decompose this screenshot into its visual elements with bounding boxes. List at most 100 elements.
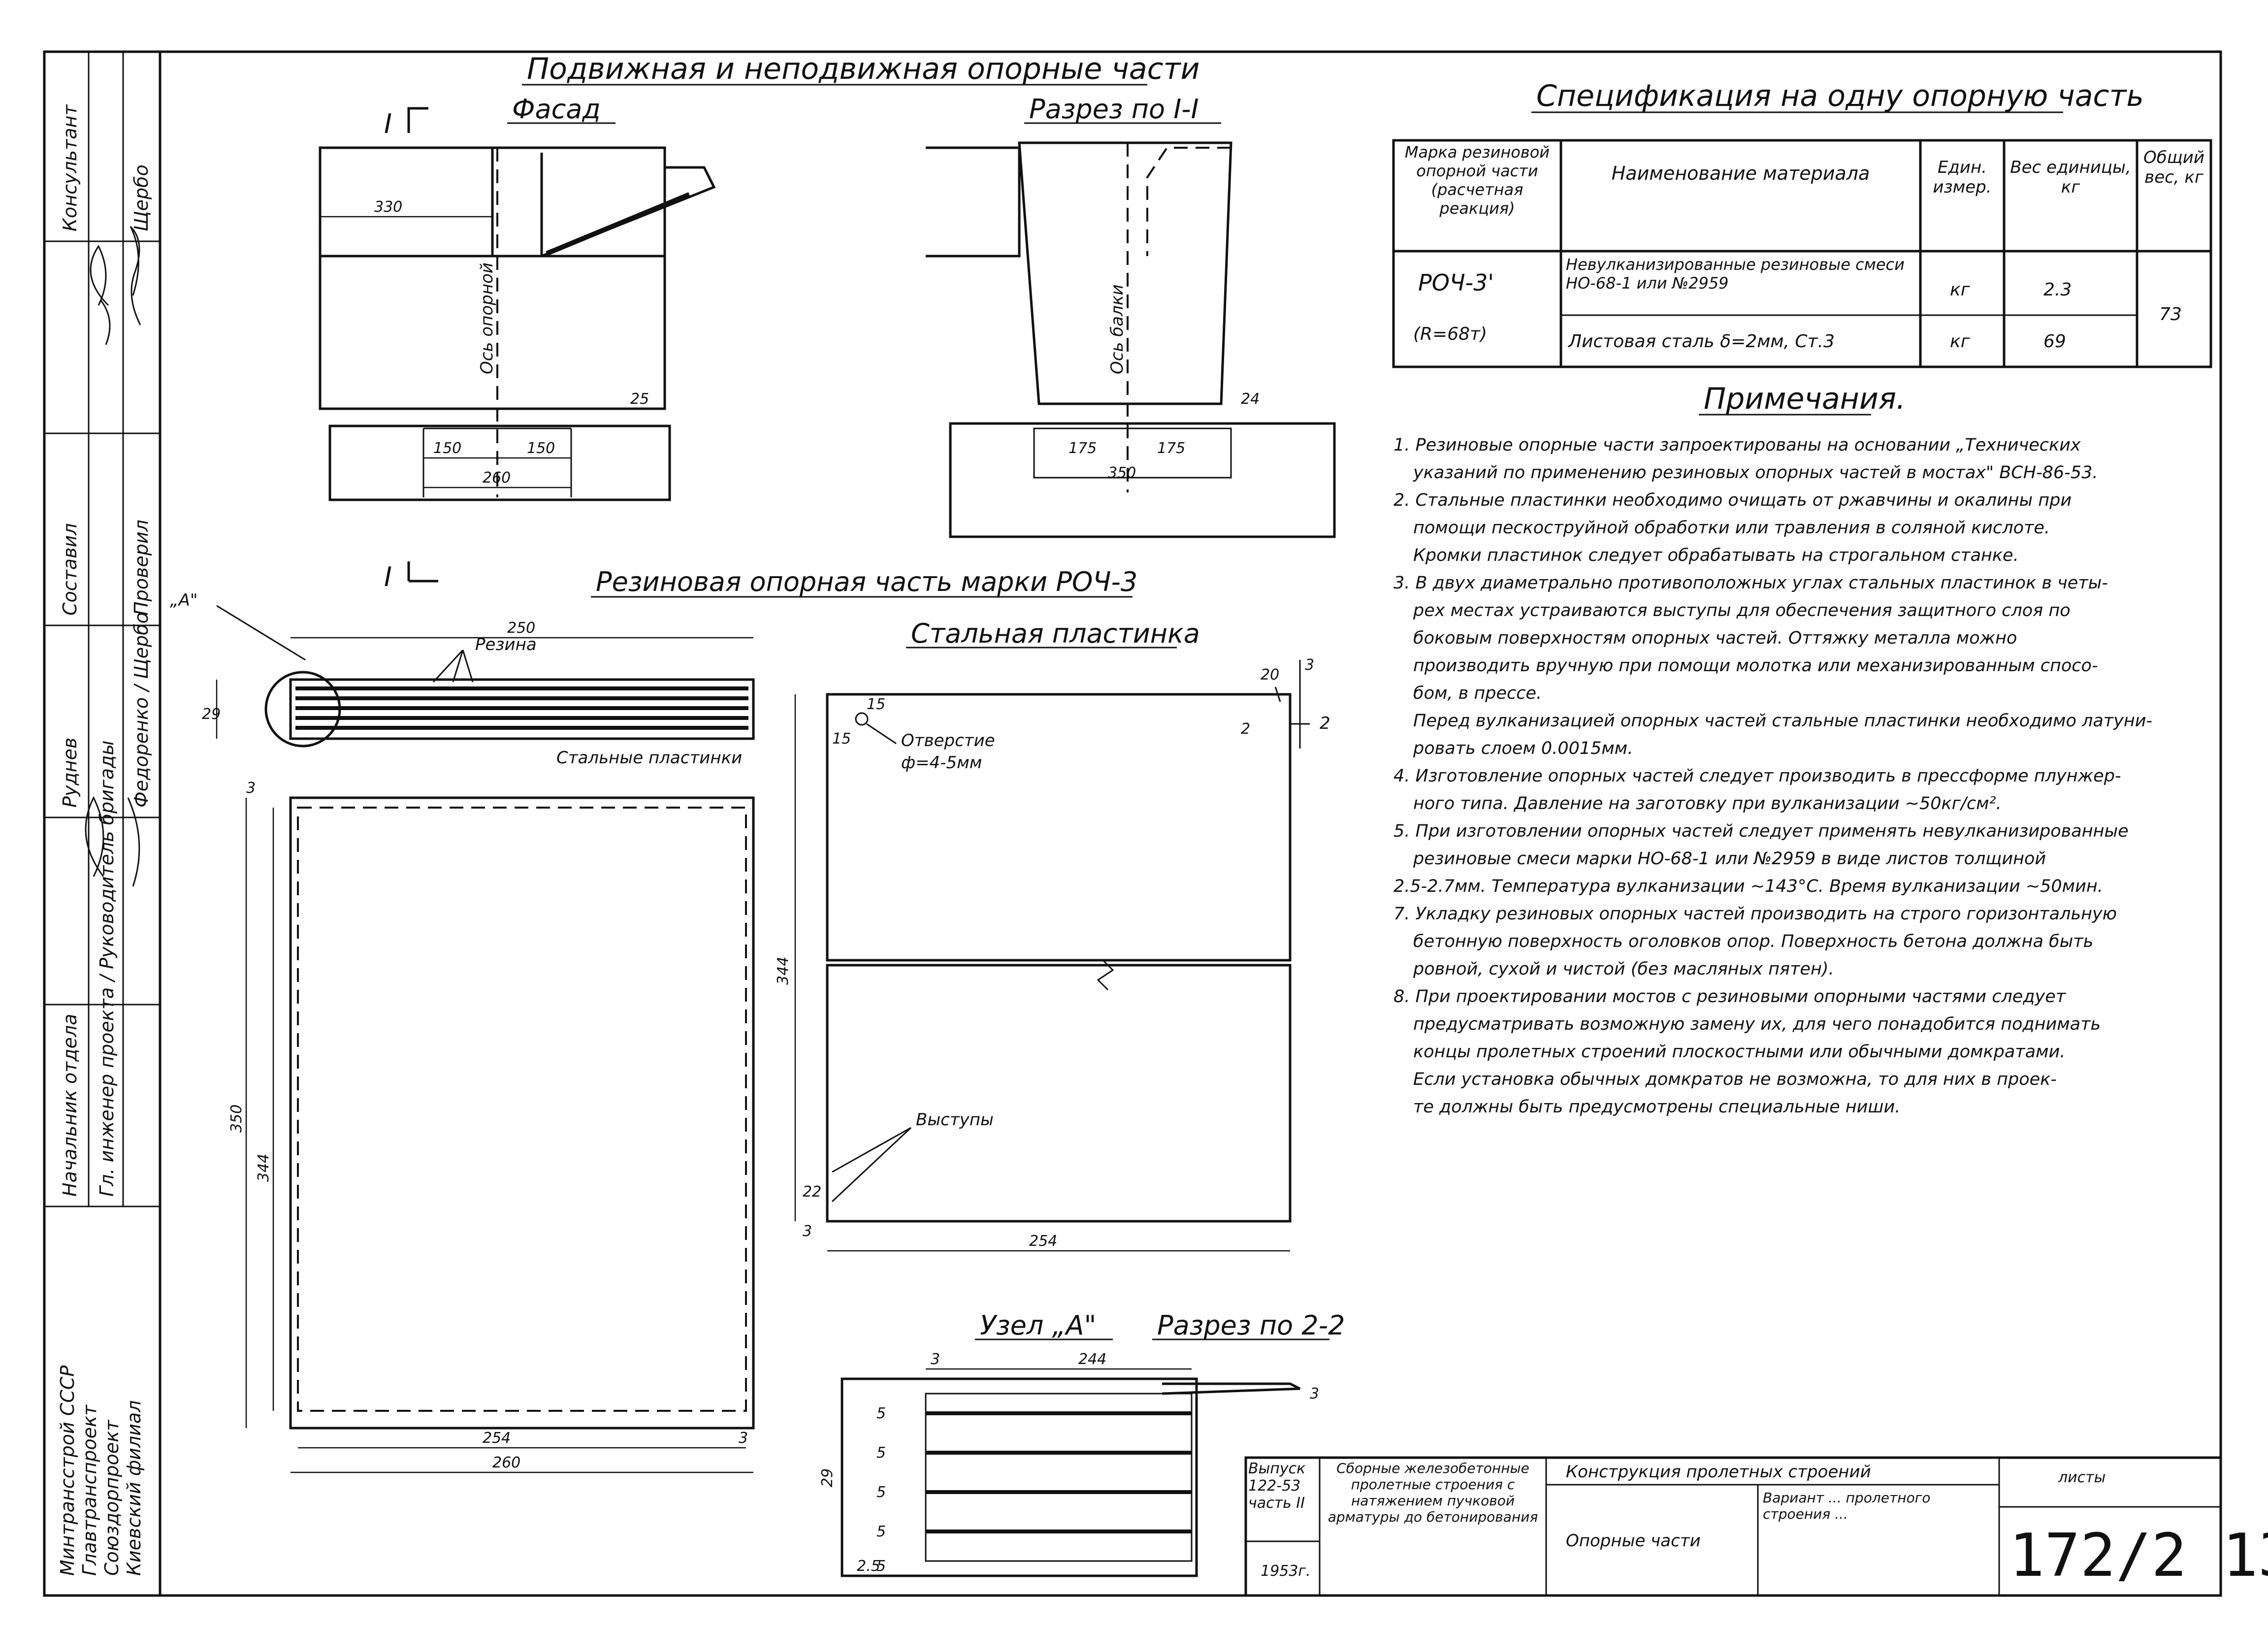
sheet-frame [43,50,2222,1597]
note-line: 2.5-2.7мм. Температура вулканизации ~143… [1393,877,2103,896]
spec-header-1: Наименование материала [1611,163,1870,184]
notes-title: Примечания. [1704,382,1906,416]
note-line: 4. Изготовление опорных частей следует п… [1393,766,2121,786]
stamp-name-2: Федоренко / Щербо [130,612,152,808]
spec-row-0-weight: 2.3 [2043,280,2072,300]
note-line: предусматривать возможную замену их, для… [1413,1014,2101,1034]
note-line: указаний по применению резиновых опорных… [1413,463,2098,483]
section-1-axis-label: Ось балки [1107,285,1127,374]
plate-dim-height: 344 [775,957,792,985]
main-title: Подвижная и неподвижная опорные части [527,52,1200,86]
facade-dim-left: 150 [433,440,461,457]
plate-dim-22: 22 [803,1183,821,1201]
rubber-bearing-view: I Резиновая опорная часть марки РОЧ-3 „А… [170,561,1137,1473]
plate-dim-width: 254 [1029,1233,1057,1250]
node-a-dim-3: 3 [931,1351,940,1368]
note-line: ровать слоем 0.0015мм. [1413,739,1633,758]
spec-row-1-unit: кг [1950,331,1971,352]
plan-dim-small-a: 3 [246,780,256,797]
notes-text: 1. Резиновые опорные части запроектирова… [1393,435,2152,1117]
spec-table: Спецификация на одну опорную часть Марка… [1392,79,2212,368]
spec-total: 73 [2159,304,2182,325]
note-line: Кромки пластинок следует обрабатывать на… [1413,546,2019,565]
section-2-view: Разрез по 2-2 3 [1152,1310,1345,1402]
stamp-name-0: Щербо [130,164,152,231]
steel-plates-label: Стальные пластинки [556,748,742,768]
spec-row-0-name: Невулканизированные резиновые смеси НО-6… [1566,255,1905,293]
facade-title: Фасад [512,94,601,125]
spec-reaction: (R=68т) [1413,324,1487,344]
stamp-role-1: Составил [59,523,81,616]
facade-dim-small: 25 [630,391,649,408]
node-a-dim-top: 244 [1078,1351,1106,1368]
facade-axis-label: Ось опорной [477,262,497,374]
section-1-dim-right: 175 [1157,440,1185,457]
note-line: резиновые смеси марки НО-68-1 или №2959 … [1413,849,2046,869]
note-line: 1. Резиновые опорные части запроектирова… [1393,435,2081,455]
plan-dim-height: 350 [228,1105,245,1133]
note-line: концы пролетных строений плоскостными ил… [1413,1042,2065,1062]
node-a-mark: „А" [170,590,198,610]
node-a-dim-5-4: 5 [876,1558,886,1575]
plate-dim-20: 20 [1261,666,1279,684]
steel-plate-title: Стальная пластинка [911,618,1200,649]
note-line: рех местах устраиваются выступы для обес… [1413,601,2071,620]
hole-label: Отверстие [901,731,995,750]
tb-part: Опорные части [1566,1531,1701,1551]
rubber-bearing-title: Резиновая опорная часть марки РОЧ-3 [596,566,1137,597]
rubber-label: Резина [475,635,537,654]
signature-3 [85,796,140,887]
section-mark-bottom: I [384,561,392,592]
org-line-2: Союздорпроект [101,1419,123,1576]
tb-issue: Выпуск 122-53 часть II [1248,1460,1306,1512]
plan-dim-w: 260 [492,1454,520,1471]
spec-header-3: Вес единицы, кг [2010,158,2131,197]
note-line: те должны быть предусмотрены специальные… [1413,1097,1900,1117]
facade-view: I Фасад 330 Ось опорной 25 150 150 260 [319,94,716,501]
section-1-dim-total: 350 [1108,464,1136,482]
section-2-dim-3: 3 [1310,1385,1319,1402]
spec-row-0-unit: кг [1950,280,1971,300]
steel-plate-view: Стальная пластинка 15 15 Отверстие ф=4-5… [775,618,1330,1252]
spec-mark: РОЧ-3' [1418,269,1494,296]
org-line-1: Главтранспроект [79,1404,100,1576]
stamp-role-0: Консультант [59,104,81,231]
node-a-dim-25: 2.5 [857,1558,880,1575]
facade-dim-top: 330 [374,198,402,216]
tb-section: Конструкция пролетных строений [1566,1462,1871,1482]
facade-dim-total: 260 [483,469,511,487]
note-line: 3. В двух диаметрально противоположных у… [1393,573,2108,593]
stamp-name-3: Гл. инженер проекта / Руководитель брига… [96,741,118,1197]
plate-dim-3: 3 [1305,656,1314,674]
rubber-dim-height: 29 [202,706,221,723]
note-line: 8. При проектировании мостов с резиновым… [1393,987,2067,1007]
note-line: боковым поверхностям опорных частей. Отт… [1413,628,2017,648]
section-1-dim-left: 175 [1069,440,1097,457]
plan-dim-inner: 344 [255,1154,272,1182]
spec-row-1-name: Листовая сталь δ=2мм, Ст.3 [1567,331,1835,352]
node-a-dim-29: 29 [819,1468,836,1487]
facade-dim-right: 150 [527,440,555,457]
stamp-role-2: Руднев [59,738,81,808]
note-line: помощи пескоструйной обработки или травл… [1413,518,2050,538]
spec-title: Спецификация на одну опорную часть [1536,79,2144,113]
node-a-dim-5-0: 5 [876,1405,886,1422]
org-line-0: Минтрансстрой СССР [57,1366,78,1576]
section-2-title: Разрез по 2-2 [1157,1310,1345,1341]
spec-row-1-weight: 69 [2043,331,2066,352]
rubber-dim-top: 250 [507,619,535,637]
section-1-view: Разрез по I-I Ось балки 24 175 175 350 [926,94,1336,538]
bumps-label: Выступы [916,1110,994,1130]
section-1-title: Разрез по I-I [1029,94,1199,125]
plate-dim-15a: 15 [867,696,885,713]
note-line: ровной, сухой и чистой (без масляных пят… [1413,959,1834,979]
org-line-3: Киевский филиал [123,1400,145,1576]
node-a-dim-5-3: 5 [876,1523,886,1540]
plan-dim-inner-w: 254 [483,1430,511,1447]
plate-dim-15b: 15 [832,730,851,748]
stamp-name-1: Проверил [130,520,152,616]
plate-section-mark: 2 [1320,714,1330,733]
note-line: 2. Стальные пластинки необходимо очищать… [1393,490,2072,510]
